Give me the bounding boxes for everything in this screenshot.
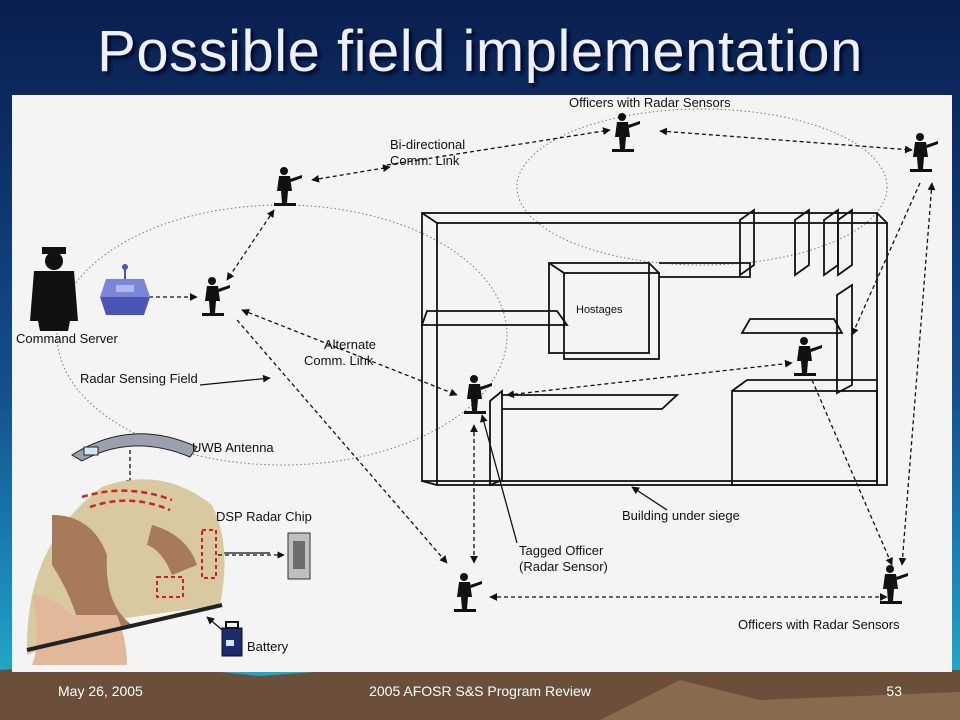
label-uwb-antenna: UWB Antenna — [192, 440, 274, 455]
label-hostages: Hostages — [576, 304, 623, 316]
soldier-icon — [202, 277, 230, 316]
soldier-icon — [794, 337, 822, 376]
soldier-icon — [454, 573, 482, 612]
label-command-server: Command Server — [16, 331, 119, 346]
label-alternate-1: Alternate — [324, 337, 376, 352]
label-alternate-2: Comm. Link — [304, 353, 374, 368]
radar-field-ellipse-top — [516, 108, 888, 266]
label-tagged-1: Tagged Officer — [519, 543, 604, 558]
label-bidirectional-2: Comm. Link — [390, 153, 460, 168]
page-number: 53 — [886, 683, 902, 699]
battery-icon — [221, 621, 243, 657]
label-officers-top: Officers with Radar Sensors — [569, 95, 731, 110]
comm-links — [126, 127, 936, 601]
soldier-icon — [910, 133, 938, 172]
radar-field-ellipse-left — [56, 204, 508, 466]
antenna-icon — [71, 433, 198, 462]
label-dsp-chip: DSP Radar Chip — [216, 509, 312, 524]
label-building: Building under siege — [622, 508, 740, 523]
soldier-icon — [880, 565, 908, 604]
label-officers-bottom: Officers with Radar Sensors — [738, 617, 900, 632]
label-bidirectional-1: Bi-directional — [390, 137, 465, 152]
soldier-icon — [274, 167, 302, 206]
label-tagged-2: (Radar Sensor) — [519, 559, 608, 574]
helmet-icon — [26, 479, 225, 665]
label-battery: Battery — [247, 639, 289, 654]
footer-event: 2005 AFOSR S&S Program Review — [369, 683, 591, 699]
chip-icon — [218, 532, 311, 580]
slide-title: Possible field implementation — [97, 19, 863, 84]
server-icon — [100, 264, 150, 315]
soldier-icon — [612, 113, 640, 152]
label-radar-field: Radar Sensing Field — [80, 371, 198, 386]
footer-date: May 26, 2005 — [58, 683, 143, 699]
pointer-arrows — [199, 374, 668, 641]
command-server-person-icon — [30, 247, 78, 331]
field-implementation-diagram: Officers with Radar Sensors Bi-direction… — [12, 95, 952, 672]
diagram-canvas: Officers with Radar Sensors Bi-direction… — [16, 95, 938, 665]
